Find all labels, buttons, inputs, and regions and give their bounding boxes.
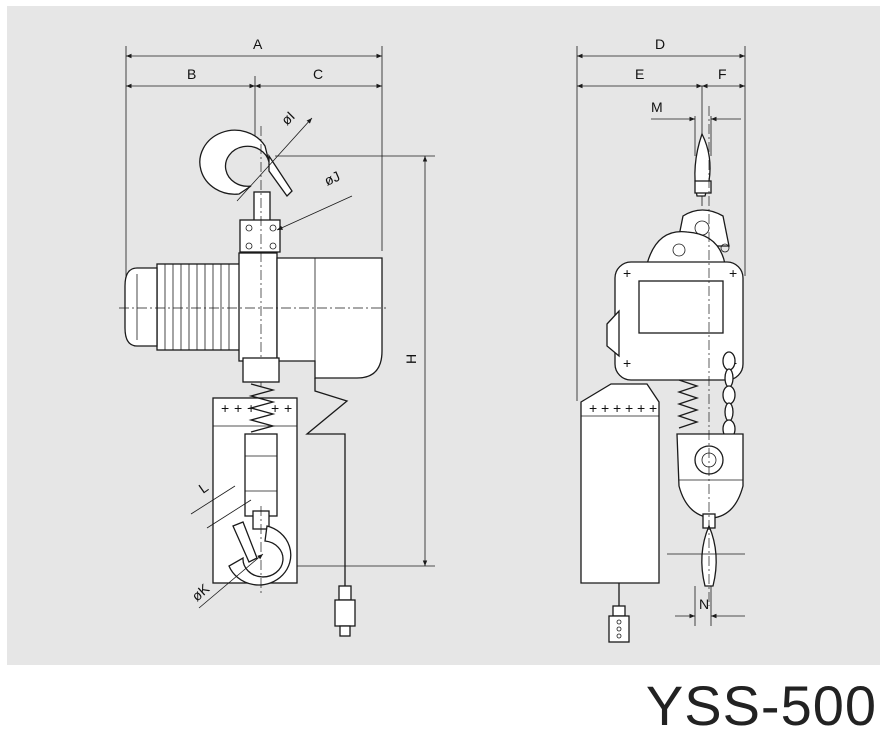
svg-text:+: + — [271, 400, 279, 416]
svg-text:+: + — [234, 400, 242, 416]
front-view: + + + + + A B C H øI øJ — [119, 36, 435, 637]
side-spring — [676, 379, 700, 429]
dim-label-e: E — [635, 66, 644, 82]
motor-fins — [164, 264, 230, 350]
dim-label-f: F — [718, 66, 727, 82]
svg-text:+: + — [601, 400, 609, 416]
svg-text:+: + — [623, 265, 631, 281]
dim-label-d: D — [655, 36, 665, 52]
svg-text:+: + — [625, 400, 633, 416]
dim-label-c: C — [313, 66, 323, 82]
pendant-buttons — [616, 619, 622, 639]
load-chain — [722, 351, 736, 439]
dim-label-a: A — [253, 36, 263, 52]
svg-text:+: + — [649, 400, 657, 416]
front-spring — [248, 383, 276, 433]
svg-text:+: + — [623, 355, 631, 371]
svg-text:+: + — [729, 265, 737, 281]
dim-label-m: M — [651, 99, 663, 115]
dim-label-n: N — [699, 596, 709, 612]
model-name: YSS-500 — [645, 674, 877, 737]
svg-text:+: + — [613, 400, 621, 416]
dim-label-h: H — [403, 354, 419, 364]
svg-text:+: + — [589, 400, 597, 416]
side-view: + + + + + + + + + + — [576, 36, 746, 643]
dim-label-b: B — [187, 66, 196, 82]
drawing-panel: + + + + + A B C H øI øJ — [7, 6, 880, 665]
svg-text:+: + — [221, 400, 229, 416]
dim-label-j: øJ — [322, 168, 343, 189]
svg-text:+: + — [637, 400, 645, 416]
svg-text:+: + — [284, 400, 292, 416]
technical-drawing: + + + + + A B C H øI øJ — [7, 6, 880, 665]
side-chain-bag-rivets: + + + + + + — [589, 400, 657, 416]
